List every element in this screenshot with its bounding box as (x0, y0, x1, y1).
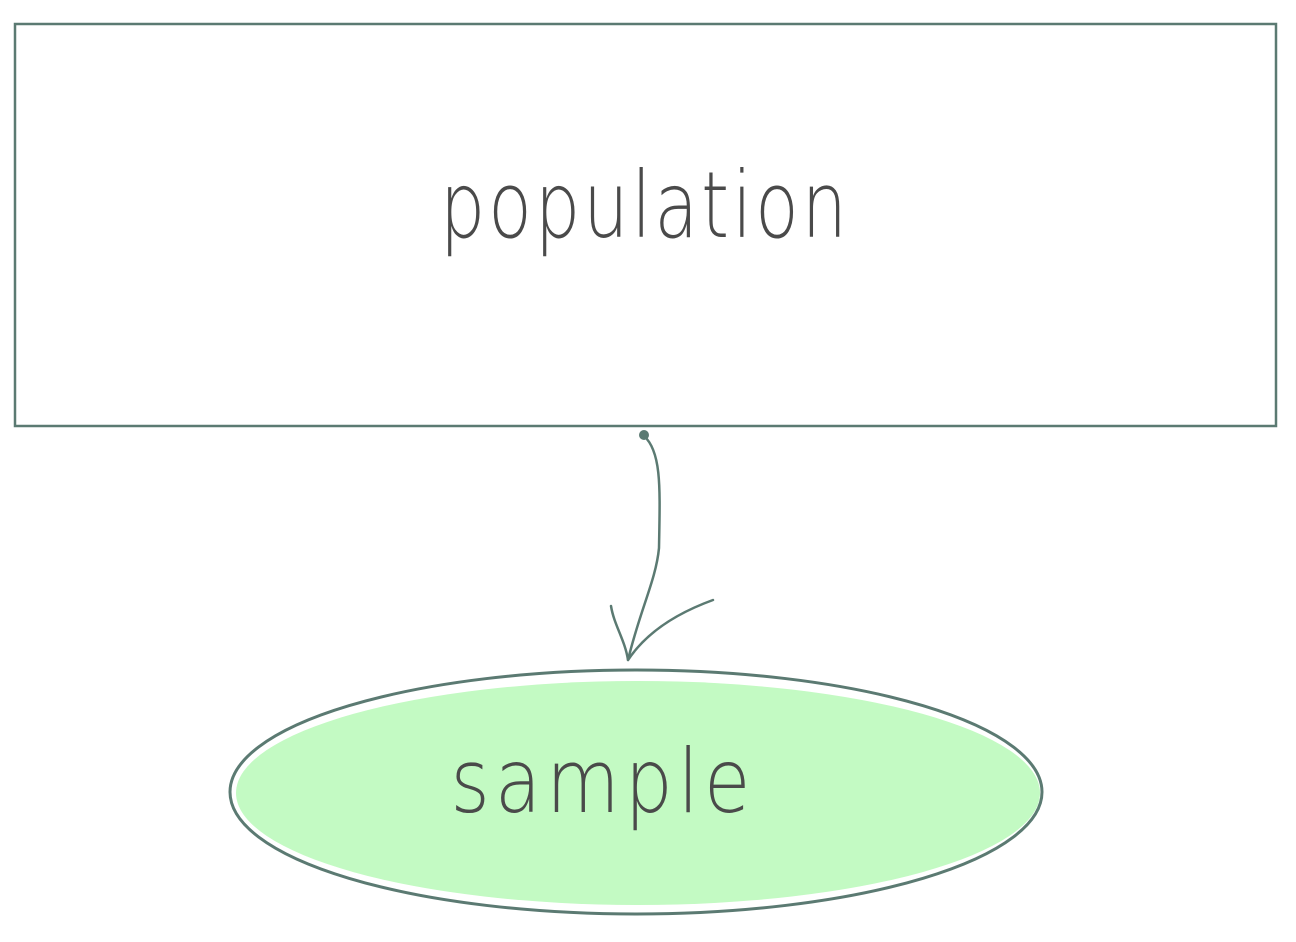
sample-label: sample (451, 730, 756, 833)
population-node[interactable]: population (13, 22, 1278, 428)
population-box (13, 22, 1278, 428)
population-label: population (440, 152, 850, 259)
arrow-head (609, 598, 715, 662)
population-to-sample-arrow[interactable] (609, 430, 715, 662)
sample-outline (228, 668, 1044, 916)
sample-fill (236, 681, 1040, 905)
arrow-shaft (626, 434, 661, 662)
sample-node[interactable]: sample (228, 668, 1044, 916)
